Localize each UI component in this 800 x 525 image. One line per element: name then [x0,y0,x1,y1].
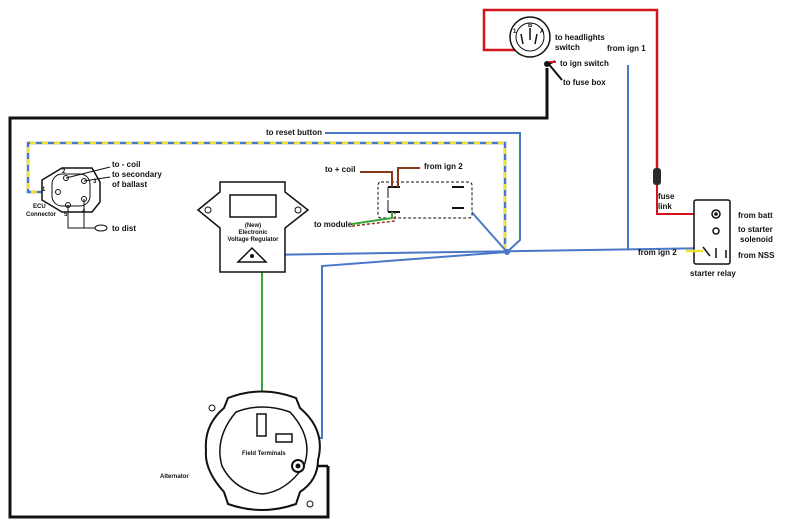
label-switch: switch [555,43,580,52]
label-to-headlights: to headlights [555,33,605,42]
blue-alternator-field [292,251,508,439]
blue-reset-button [325,132,521,253]
label-to-reset-button: to reset button [266,128,322,137]
label-from-ign-1: from ign 1 [607,44,646,53]
ecu-relay [351,167,473,227]
label-alternator: Alternator [160,474,189,480]
ecu-pin-5: 5 [64,212,68,218]
label-to-module: to module [314,220,353,229]
label-to-starter: to starter [738,225,773,234]
ecu-pin-1: 1 [42,187,46,193]
brown-wire-coil [360,171,393,187]
junction-dot [504,249,510,255]
label-field-terminals: Field Terminals [242,451,286,457]
label-ecu: ECU [33,204,46,210]
ecu-pin-2: 2 [62,169,66,175]
label-regulator-new: (New) [245,223,261,229]
label-to-coil: to - coil [112,160,140,169]
label-of-ballast: of ballast [112,180,147,189]
label-to-secondary: to secondary [112,170,162,179]
label-voltage-regulator: Voltage Regulator [228,237,280,243]
label-from-ign-2-starter: from ign 2 [638,248,677,257]
green-wire-module [351,212,393,225]
label-to-fuse-box: to fuse box [563,78,606,87]
alternator [204,390,321,511]
label-from-batt: from batt [738,211,773,220]
labels: to headlights switch to ign switch to fu… [26,33,775,480]
ecu-pin-3: 3 [93,179,97,185]
headlight-switch: 1 B A [509,16,551,58]
red-headlight-loop [482,8,659,168]
switch-terminal-1: 1 [513,29,517,35]
label-from-nss: from NSS [738,251,775,260]
label-starter-relay: starter relay [690,269,736,278]
fuse-link-body [653,168,661,185]
label-fuse: fuse [658,192,675,201]
voltage-regulator [196,181,310,273]
blue-main-bus [261,247,717,256]
ecu-pin-4: 4 [82,209,86,215]
label-from-ign-2-relay: from ign 2 [424,162,463,171]
label-link: link [658,202,672,211]
switch-junction [544,61,550,67]
label-regulator-electronic: Electronic [238,230,268,236]
ecu-connector: 2 3 1 5 4 [41,166,111,232]
switch-terminal-a: A [540,29,545,35]
brown-wire-ign2 [397,167,420,187]
label-connector: Connector [26,212,57,218]
label-to-ign-switch: to ign switch [560,59,609,68]
label-to-plus-coil: to + coil [325,165,355,174]
label-to-dist: to dist [112,224,136,233]
starter-relay [686,199,731,265]
label-solenoid: solenoid [740,235,773,244]
reset-loop-wire [26,141,507,250]
black-main-loop [8,68,549,519]
switch-terminal-b: B [528,23,533,29]
